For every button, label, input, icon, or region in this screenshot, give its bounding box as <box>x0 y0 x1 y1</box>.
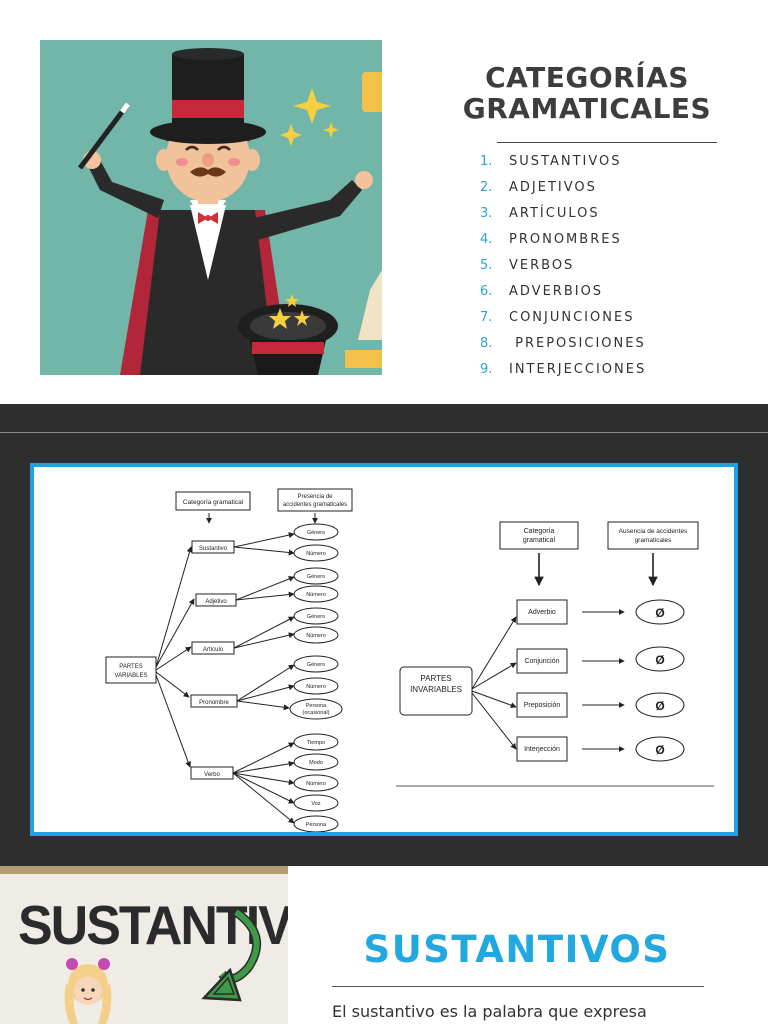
accident-genero-4: Género <box>307 662 325 668</box>
category-item: 8. PREPOSICIONES <box>480 330 646 356</box>
cat-sustantivo-label: Sustantivo <box>199 546 228 552</box>
title-line-2: GRAMATICALES <box>462 92 712 125</box>
category-item: 4. PRONOMBRES <box>480 226 646 252</box>
slide-divider-line <box>0 432 768 433</box>
variable-parts-root <box>105 656 157 684</box>
magician-illustration <box>40 40 382 375</box>
category-label: VERBOS <box>509 257 575 273</box>
cat-adverbio: Adverbio <box>528 609 556 616</box>
category-label: INTERJECCIONES <box>509 361 647 377</box>
accident-genero-1: Género <box>307 530 325 536</box>
header-presence-label-2: accidentes gramaticales <box>283 502 347 508</box>
category-label: PREPOSICIONES <box>509 335 646 351</box>
header-category-right-2: gramatical <box>523 537 556 544</box>
invariable-root-label-2: INVARIABLES <box>410 685 462 694</box>
empty-set-1: Ø <box>655 606 664 620</box>
category-number: 1. <box>480 153 493 169</box>
accident-genero-2: Género <box>307 574 325 580</box>
photo-doodles <box>64 908 261 1024</box>
header-absence-label-2: gramaticales <box>635 537 673 544</box>
category-item: 5. VERBOS <box>480 252 646 278</box>
category-number: 4. <box>480 231 493 247</box>
variable-root-label-2: VARIABLES <box>115 673 148 679</box>
slide-diagram: Categoría gramatical Presencia de accide… <box>0 433 768 866</box>
header-category-right-1: Categoría <box>524 528 555 535</box>
header-category-box-right <box>499 521 579 550</box>
category-item: 3. ARTÍCULOS <box>480 200 646 226</box>
invariable-root-label-1: PARTES <box>420 674 451 683</box>
category-label: PRONOMBRES <box>509 231 622 247</box>
diagram-frame: Categoría gramatical Presencia de accide… <box>30 463 738 836</box>
section-divider <box>332 986 704 987</box>
cat-pronombre-label: Pronombre <box>199 700 229 706</box>
title-divider <box>497 142 717 143</box>
categories-list: 1. SUSTANTIVOS 2. ADJETIVOS 3. ARTÍCULOS 4. PRO… <box>480 148 646 382</box>
slide-categorias: CATEGORÍAS GRAMATICALES 1. SUSTANTIVOS 2. A… <box>0 0 768 404</box>
category-item: 1. SUSTANTIVOS <box>480 148 646 174</box>
accident-numero-2: Número <box>306 592 326 598</box>
photo-top-strip <box>0 866 288 874</box>
slide-divider-band <box>0 404 768 432</box>
slide-title: CATEGORÍAS GRAMATICALES <box>448 62 726 124</box>
accident-genero-3: Género <box>307 614 325 620</box>
header-absence-label-1: Ausencia de accidentes <box>619 528 688 535</box>
header-presence-label-1: Presencia de <box>297 494 333 500</box>
category-item: 7. CONJUNCIONES <box>480 304 646 330</box>
empty-set-3: Ø <box>655 699 664 713</box>
header-presence-box <box>277 488 353 512</box>
accident-voz: Voz <box>311 801 320 807</box>
category-item: 2. ADJETIVOS <box>480 174 646 200</box>
sustantivos-photo: SUSTANTIVOS <box>0 866 288 1024</box>
variable-root-label-1: PARTES <box>119 664 142 670</box>
accident-numero-3: Número <box>306 633 326 639</box>
accident-numero-1: Número <box>306 551 326 557</box>
accident-persona-ocasional-1: Persona <box>306 703 327 709</box>
accident-numero-5: Número <box>306 781 326 787</box>
cat-adjetivo-label: Adjetivo <box>205 599 227 605</box>
cat-conjuncion: Conjunción <box>524 658 559 665</box>
accident-persona-ocasional-2: (ocasional) <box>303 710 330 716</box>
category-item: 6. ADVERBIOS <box>480 278 646 304</box>
category-label: SUSTANTIVOS <box>509 153 622 169</box>
category-label: ADJETIVOS <box>509 179 597 195</box>
empty-set-4: Ø <box>655 743 664 757</box>
slide-sustantivos: SUSTANTIVOS SUSTANTIVOS El sustantivo es… <box>0 866 768 1024</box>
cat-articulo-label: Artículo <box>203 647 224 653</box>
category-number: 9. <box>480 361 493 377</box>
header-absence-box <box>607 521 699 550</box>
accident-tiempo: Tiempo <box>307 740 325 746</box>
cat-preposicion: Preposición <box>524 702 561 709</box>
accident-numero-4: Número <box>306 684 326 690</box>
category-number: 5. <box>480 257 493 273</box>
title-line-1: CATEGORÍAS <box>485 61 689 94</box>
category-number: 6. <box>480 283 493 299</box>
category-number: 2. <box>480 179 493 195</box>
header-category-label: Categoría gramatical <box>183 499 244 506</box>
empty-set-2: Ø <box>655 653 664 667</box>
category-item: 9. INTERJECCIONES <box>480 356 646 382</box>
parts-of-speech-diagram: Categoría gramatical Presencia de accide… <box>105 488 714 832</box>
section-title: SUSTANTIVOS <box>363 928 671 971</box>
header-category-box <box>175 491 251 511</box>
photo-word: SUSTANTIVOS <box>18 895 288 957</box>
cat-verbo-label: Verbo <box>204 772 220 778</box>
category-number: 3. <box>480 205 493 221</box>
definition-text: El sustantivo es la palabra que expresa <box>332 1002 647 1021</box>
category-number: 8. <box>480 335 493 351</box>
cat-interjeccion: Interjección <box>524 746 560 753</box>
category-label: CONJUNCIONES <box>509 309 635 325</box>
accident-persona: Persona <box>306 822 327 828</box>
accident-modo: Modo <box>309 760 323 766</box>
category-label: ARTÍCULOS <box>509 205 600 221</box>
category-number: 7. <box>480 309 493 325</box>
category-label: ADVERBIOS <box>509 283 604 299</box>
